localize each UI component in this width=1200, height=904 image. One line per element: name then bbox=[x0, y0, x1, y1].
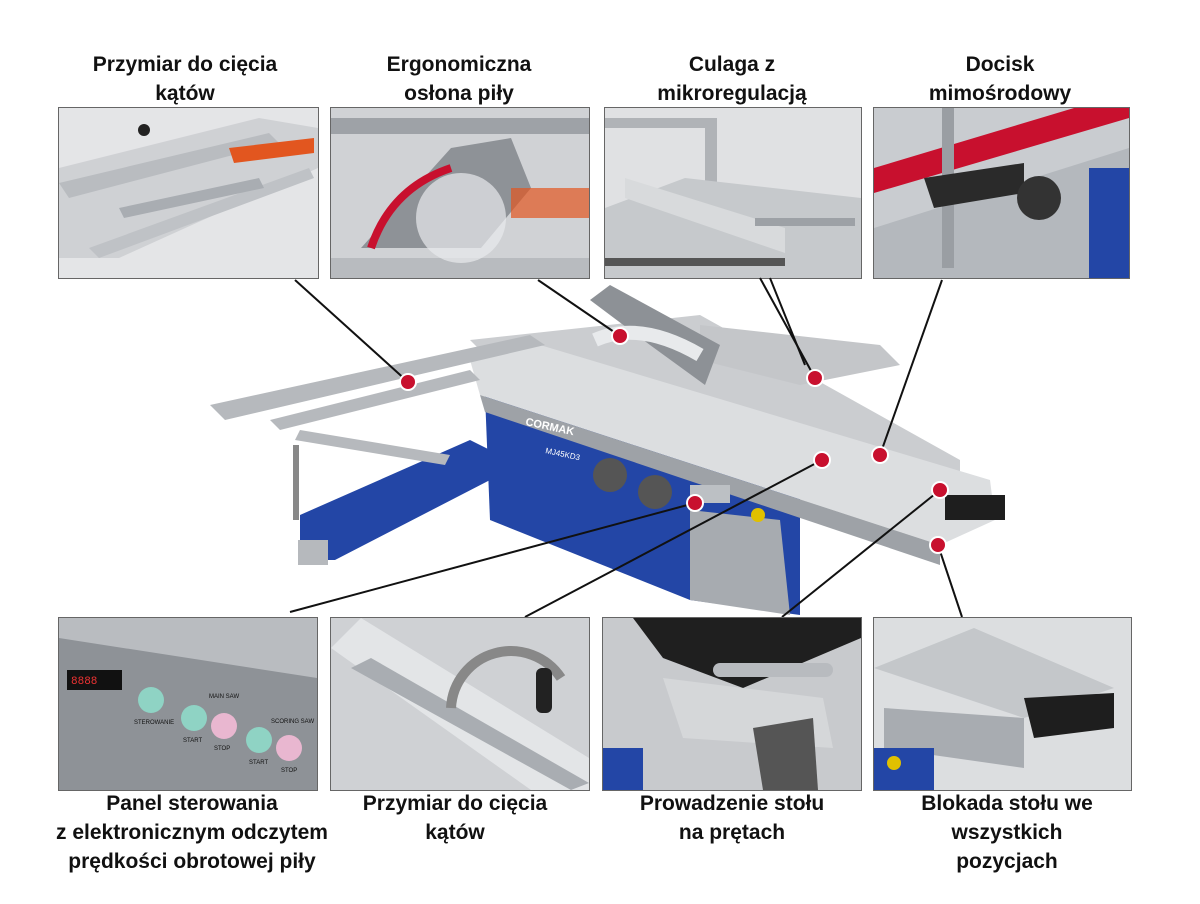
label-line: Blokada stołu we bbox=[921, 792, 1093, 815]
panel-label: STEROWANIE bbox=[134, 720, 174, 726]
panel-label: START bbox=[183, 738, 202, 744]
leader-line bbox=[537, 279, 621, 337]
panel-label: SCORING SAW bbox=[271, 719, 314, 725]
feature-label-angle-gauge-bottom: Przymiar do cięcia kątów bbox=[305, 789, 605, 847]
label-line: pozycjach bbox=[956, 850, 1058, 873]
label-line: Panel sterowania bbox=[106, 792, 278, 815]
label-line: kątów bbox=[425, 821, 485, 844]
feature-label-control-panel: Panel sterowania z elektronicznym odczyt… bbox=[42, 789, 342, 876]
leader-line bbox=[879, 279, 943, 456]
photo-control-panel: 8888 STEROWANIE START STOP START STOP MA… bbox=[58, 617, 318, 791]
label-line: wszystkich bbox=[951, 821, 1063, 844]
label-line: kątów bbox=[155, 82, 215, 105]
handwheel bbox=[638, 475, 672, 509]
svg-text:8888: 8888 bbox=[71, 676, 97, 688]
photo-eccentric-clamp bbox=[873, 107, 1130, 279]
marker-dot bbox=[931, 481, 949, 499]
label-line: Ergonomiczna bbox=[386, 53, 532, 76]
photo-rip-fence bbox=[604, 107, 862, 279]
support-arm bbox=[300, 440, 490, 560]
leader-line bbox=[759, 277, 816, 379]
label-line: z elektronicznym odczytem bbox=[56, 821, 328, 844]
feature-label-table-rails: Prowadzenie stołu na prętach bbox=[582, 789, 882, 847]
marker-dot bbox=[813, 451, 831, 469]
marker-dot bbox=[806, 369, 824, 387]
label-line: na prętach bbox=[678, 821, 786, 844]
photo-table-rails bbox=[602, 617, 862, 791]
label-line: mikroregulacją bbox=[657, 82, 807, 105]
leader-line bbox=[781, 489, 941, 618]
marker-dot bbox=[611, 327, 629, 345]
panel-label: STOP bbox=[281, 768, 297, 774]
label-line: Przymiar do cięcia bbox=[362, 792, 548, 815]
panel-label: MAIN SAW bbox=[209, 694, 239, 700]
panel-label: STOP bbox=[214, 746, 230, 752]
sliding-carriage bbox=[470, 345, 995, 545]
feature-label-eccentric-clamp: Docisk mimośrodowy bbox=[850, 50, 1150, 108]
leader-line bbox=[769, 277, 806, 366]
leader-line bbox=[524, 459, 823, 618]
photo-blade-guard bbox=[330, 107, 590, 279]
handwheel bbox=[593, 458, 627, 492]
feature-label-blade-guard: Ergonomiczna osłona piły bbox=[309, 50, 609, 108]
label-line: Przymiar do cięcia bbox=[92, 53, 278, 76]
leader-line bbox=[294, 279, 409, 383]
label-line: prędkości obrotowej piły bbox=[68, 850, 316, 873]
marker-dot bbox=[686, 494, 704, 512]
feature-label-rip-fence: Culaga z mikroregulacją bbox=[582, 50, 882, 108]
crosscut-frame bbox=[210, 335, 545, 420]
label-line: Docisk bbox=[965, 53, 1035, 76]
marker-dot bbox=[929, 536, 947, 554]
marker-dot bbox=[399, 373, 417, 391]
photo-table-lock bbox=[873, 617, 1132, 791]
marker-dot bbox=[871, 446, 889, 464]
photo-angle-gauge-bottom bbox=[330, 617, 590, 791]
photo-angle-gauge-top bbox=[58, 107, 319, 279]
leader-line bbox=[289, 502, 696, 613]
leader-line bbox=[937, 544, 963, 618]
label-line: Culaga z bbox=[688, 53, 776, 76]
panel-label: START bbox=[249, 760, 268, 766]
label-line: mimośrodowy bbox=[928, 82, 1072, 105]
label-line: Prowadzenie stołu bbox=[639, 792, 825, 815]
label-line: osłona piły bbox=[404, 82, 514, 105]
feature-label-angle-gauge-top: Przymiar do cięcia kątów bbox=[35, 50, 335, 108]
feature-label-table-lock: Blokada stołu we wszystkich pozycjach bbox=[857, 789, 1157, 876]
